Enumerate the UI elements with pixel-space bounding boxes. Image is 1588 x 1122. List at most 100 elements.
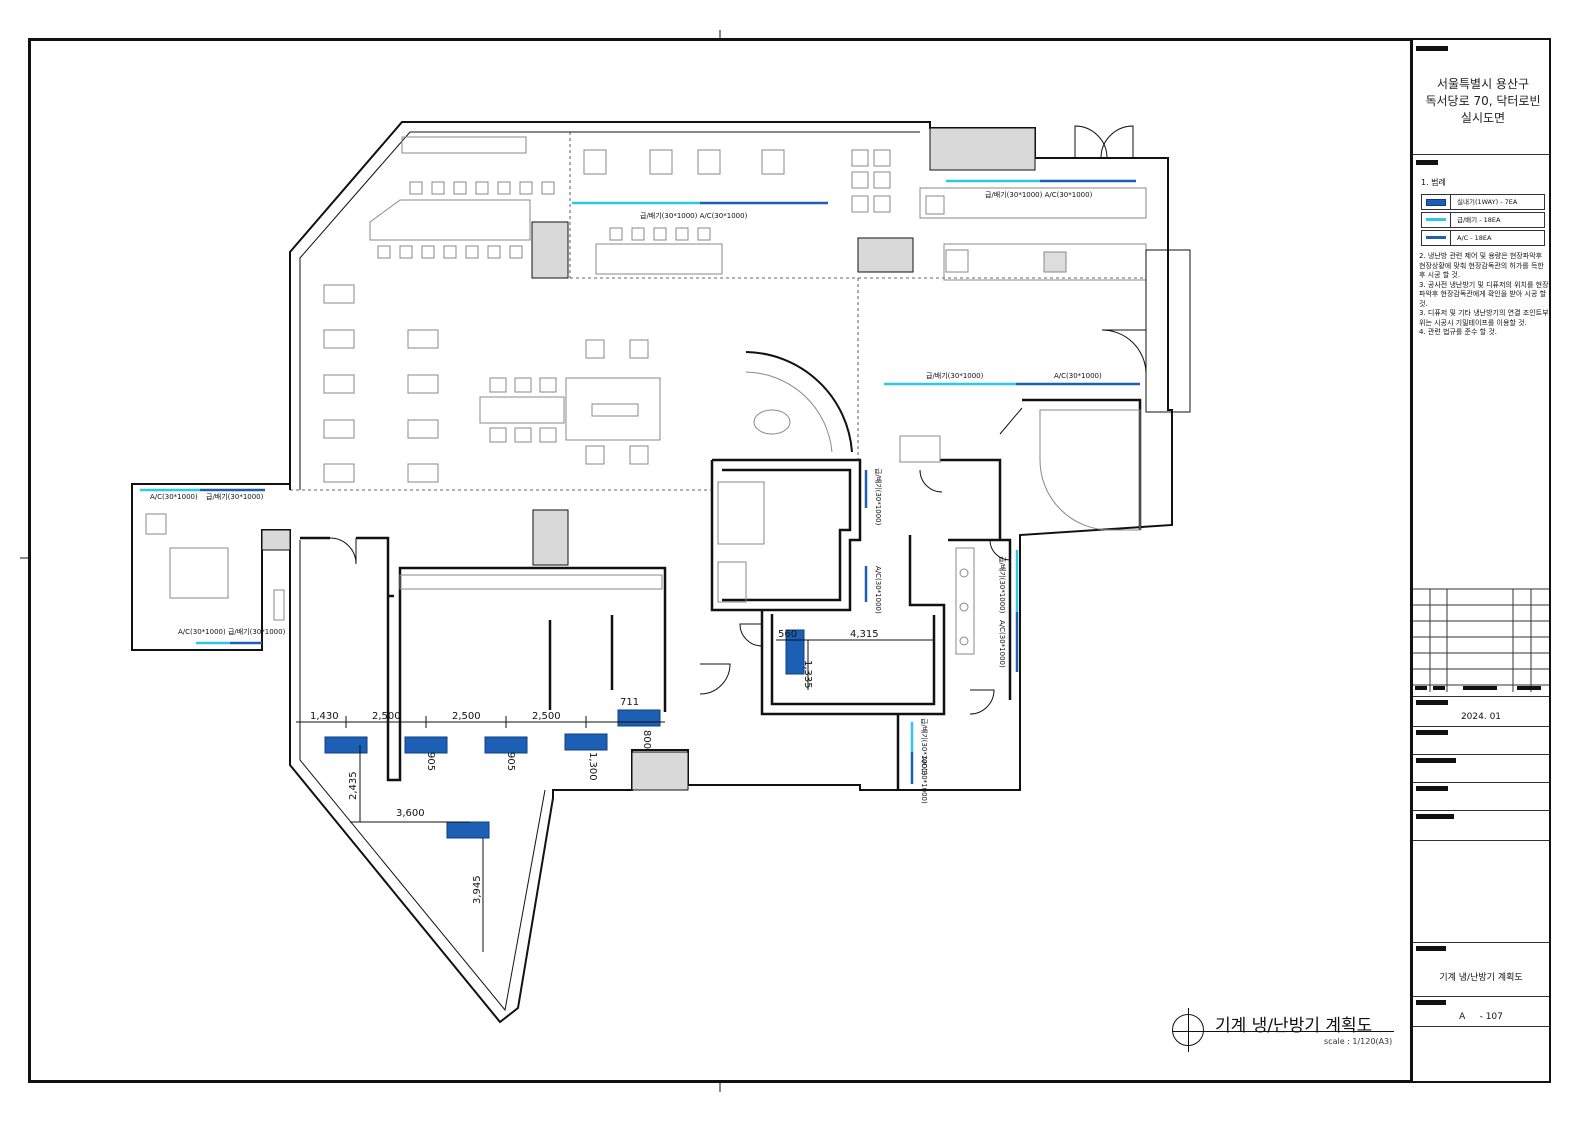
indoor-units (324, 629, 805, 839)
plan-labels: 급/배기(30*1000) A/C(30*1000) 급/배기(30*1000)… (150, 190, 1102, 904)
tb-header-drawn (1416, 730, 1448, 735)
dim-3: 2,500 (452, 711, 481, 722)
dim-6: 800 (641, 730, 652, 749)
sheet-border (28, 38, 1551, 1083)
tb-divider (1413, 810, 1549, 811)
dim-2: 2,500 (372, 711, 401, 722)
tb-header-manager (1416, 758, 1456, 763)
project-title-line-1: 서울특별시 용산구 (1436, 77, 1530, 91)
tb-header-checked (1416, 786, 1448, 791)
furniture (145, 136, 1191, 655)
duct-label-left-ac: A/C(30*1000) (150, 493, 198, 501)
dim-12: 3,945 (472, 875, 483, 904)
project-title: 서울특별시 용산구 독서당로 70, 닥터로빈 실시도면 (1417, 76, 1549, 127)
duct-label-mid-ac: A/C(30*1000) (1054, 372, 1102, 380)
dim-9: 1,300 (587, 752, 598, 781)
project-title-line-3: 실시도면 (1460, 111, 1506, 125)
duct-label-kitchen: 급/배기(30*1000) A/C(30*1000) (985, 190, 1093, 199)
indoor-unit (404, 736, 448, 754)
wall-fills (261, 127, 1036, 791)
indoor-unit (446, 821, 490, 839)
duct-label-toilet2: A/C(30*1000) (920, 756, 928, 804)
dimension-lines (296, 639, 935, 952)
tb-divider (1413, 726, 1549, 727)
dim-8: 905 (505, 752, 516, 771)
ducts (140, 179, 1140, 784)
legend-label-supply: 급/배기 - 18EA (1457, 216, 1501, 224)
stool-row (409, 181, 555, 195)
sheet-number: A - 107 (1413, 1012, 1549, 1022)
duct-label-mid-supply: 급/배기(30*1000) (926, 371, 984, 380)
legend-title: 1. 범례 (1421, 178, 1446, 187)
duct-label-wc2: A/C(30*1000) (874, 566, 882, 614)
sheet-name: 기계 냉/난방기 계획도 (1439, 973, 1523, 983)
dim-7: 905 (425, 752, 436, 771)
indoor-unit (617, 709, 661, 727)
sheet-number-prefix: A (1459, 1012, 1466, 1022)
indoor-unit (484, 736, 528, 754)
tb-header-approved (1416, 814, 1454, 819)
tb-header-title (1416, 946, 1446, 951)
note-2: 2. 냉난방 관련 제어 및 용량은 현장파악후 현장상황에 맞춰 현장감독관의… (1419, 252, 1544, 279)
legend-row-supply: 급/배기 - 18EA (1421, 212, 1545, 228)
indoor-unit (785, 629, 805, 675)
stool-row-2 (377, 245, 523, 259)
dim-1: 1,430 (310, 711, 339, 722)
indoor-unit (564, 733, 608, 751)
tb-divider (1413, 154, 1549, 155)
project-title-line-2: 독서당로 70, 닥터로빈 (1425, 94, 1541, 108)
ac-duct-icon (1422, 231, 1451, 245)
legend-label-ac: A/C - 18EA (1457, 234, 1492, 242)
dim-14: 4,315 (850, 629, 879, 640)
tb-header-project (1416, 46, 1448, 51)
tb-divider (1413, 696, 1549, 697)
note-3a: 3. 공사전 냉난방기 및 디퓨저의 위치를 현장파악후 현장감독관에게 확인을… (1419, 280, 1549, 308)
title-block: 서울특별시 용산구 독서당로 70, 닥터로빈 실시도면 1. 범례 실내기(1… (1410, 40, 1549, 1081)
dining-tables (323, 284, 439, 483)
tb-divider (1413, 782, 1549, 783)
dim-10: 2,435 (348, 771, 359, 800)
duct-label-wc3: 급/배기(30*1000) (998, 556, 1007, 614)
dim-4: 2,500 (532, 711, 561, 722)
tb-divider (1413, 840, 1549, 841)
duct-label-top: 급/배기(30*1000) A/C(30*1000) (640, 211, 748, 220)
tb-divider (1413, 1026, 1549, 1027)
tb-header-number (1416, 1000, 1446, 1005)
tb-header-notes (1416, 160, 1438, 165)
drawing-date: 2024. 01 (1460, 712, 1502, 722)
notes: 2. 냉난방 관련 제어 및 용량은 현장파악후 현장상황에 맞춰 현장감독관의… (1419, 252, 1549, 338)
dim-11: 3,600 (396, 808, 425, 819)
drawing-scale: scale : 1/120(A3) (1324, 1037, 1393, 1046)
title-underline (1172, 1031, 1394, 1032)
duct-label-left-supply: 급/배기(30*1000) (206, 492, 264, 501)
note-3b: 3. 디퓨저 및 기타 냉난방기의 연결 조인트부위는 시공시 기밀테이프를 이… (1419, 309, 1549, 327)
dim-15: 1,335 (802, 660, 813, 689)
stool-row-3 (609, 227, 711, 241)
tb-divider (1413, 942, 1549, 943)
tb-divider (1413, 996, 1549, 997)
supply-duct-icon (1422, 213, 1451, 227)
dim-5: 711 (620, 697, 639, 708)
indoor-unit (324, 736, 368, 754)
note-4: 4. 관련 법규를 준수 할 것. (1419, 328, 1497, 336)
legend-row-unit: 실내기(1WAY) - 7EA (1421, 194, 1545, 210)
chairs-top (583, 149, 891, 213)
floor-plan: 급/배기(30*1000) A/C(30*1000) 급/배기(30*1000)… (20, 30, 1191, 1092)
north-symbol-line (1188, 1008, 1189, 1052)
sheet-number-value: - 107 (1479, 1012, 1503, 1022)
duct-label-wc4: A/C(30*1000) (998, 620, 1006, 668)
chairs-center (489, 339, 649, 465)
legend-row-ac: A/C - 18EA (1421, 230, 1545, 246)
doors (329, 125, 1147, 715)
dim-13: 560 (778, 629, 797, 640)
legend-label-unit: 실내기(1WAY) - 7EA (1457, 198, 1518, 206)
duct-label-toilet1: 급/배기(30*1000) (920, 718, 929, 776)
duct-label-wc1: 급/배기(30*1000) (874, 468, 883, 526)
revision-grid (1413, 588, 1549, 692)
duct-label-left-bottom: A/C(30*1000) 급/배기(30*1000) (178, 627, 286, 636)
tb-header-date (1416, 700, 1448, 705)
drawing-title: 기계 냉/난방기 계획도 (1215, 1016, 1373, 1036)
indoor-unit-icon (1422, 195, 1451, 209)
tb-divider (1413, 754, 1549, 755)
